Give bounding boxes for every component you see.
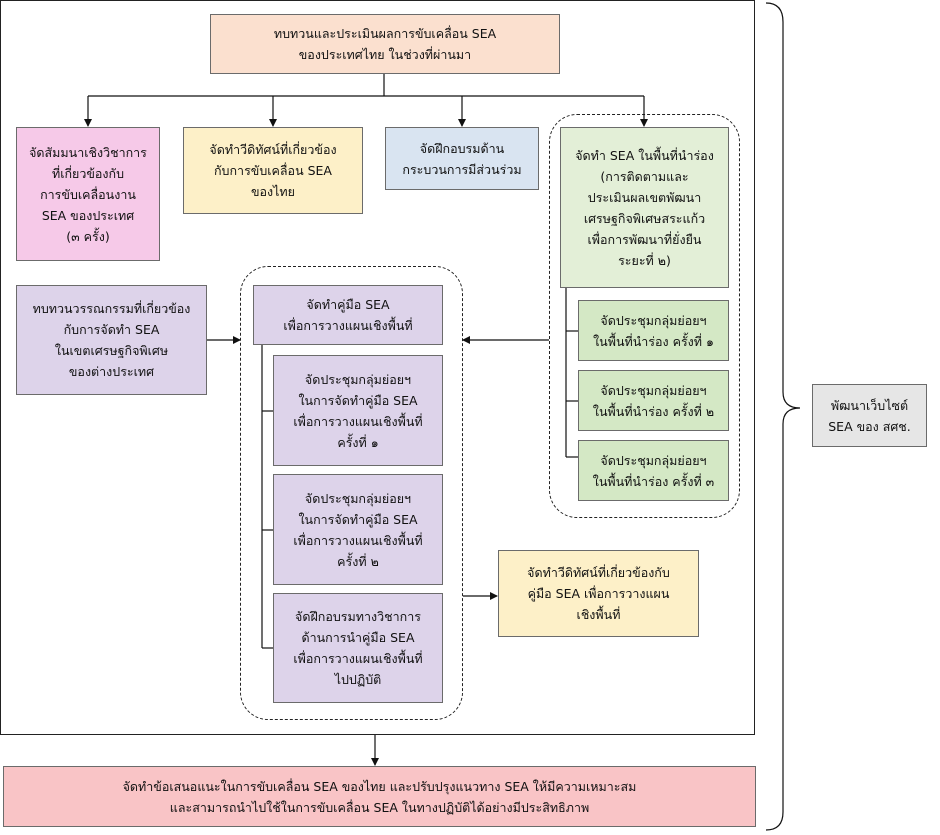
pilot-box: จัดทำ SEA ในพื้นที่นำร่อง (การติดตามและ …: [560, 127, 729, 288]
final-box: จัดทำข้อเสนอแนะในการขับเคลื่อน SEA ของไท…: [3, 766, 756, 827]
manual-meeting-2: จัดประชุมกลุ่มย่อยฯ ในการจัดทำคู่มือ SEA…: [273, 474, 443, 585]
seminar-box: จัดสัมมนาเชิงวิชาการ ที่เกี่ยวข้องกับ กา…: [16, 127, 160, 261]
pilot-meeting-1: จัดประชุมกลุ่มย่อยฯ ในพื้นที่นำร่อง ครั้…: [578, 300, 729, 361]
video1-box: จัดทำวีดิทัศน์ที่เกี่ยวข้อง กับการขับเคล…: [183, 127, 363, 214]
manual-training: จัดฝึกอบรมทางวิชาการ ด้านการนำคู่มือ SEA…: [273, 593, 443, 703]
website-brace: [765, 2, 801, 831]
manual-meeting-1: จัดประชุมกลุ่มย่อยฯ ในการจัดทำคู่มือ SEA…: [273, 355, 443, 466]
pilot-meeting-3: จัดประชุมกลุ่มย่อยฯ ในพื้นที่นำร่อง ครั้…: [578, 440, 729, 501]
video2-box: จัดทำวีดิทัศน์ที่เกี่ยวข้องกับ คู่มือ SE…: [498, 550, 699, 637]
website-box: พัฒนาเว็บไซต์ SEA ของ สศช.: [812, 384, 927, 447]
training-box: จัดฝึกอบรมด้าน กระบวนการมีส่วนร่วม: [385, 127, 539, 190]
review-box: ทบทวนและประเมินผลการขับเคลื่อน SEA ของปร…: [210, 14, 560, 74]
outer-frame: [0, 0, 755, 735]
literature-box: ทบทวนวรรณกรรมที่เกี่ยวข้อง กับการจัดทำ S…: [16, 285, 207, 395]
manual-group: [240, 266, 463, 720]
manual-box: จัดทำคู่มือ SEA เพื่อการวางแผนเชิงพื้นที…: [253, 285, 443, 345]
pilot-meeting-2: จัดประชุมกลุ่มย่อยฯ ในพื้นที่นำร่อง ครั้…: [578, 370, 729, 431]
